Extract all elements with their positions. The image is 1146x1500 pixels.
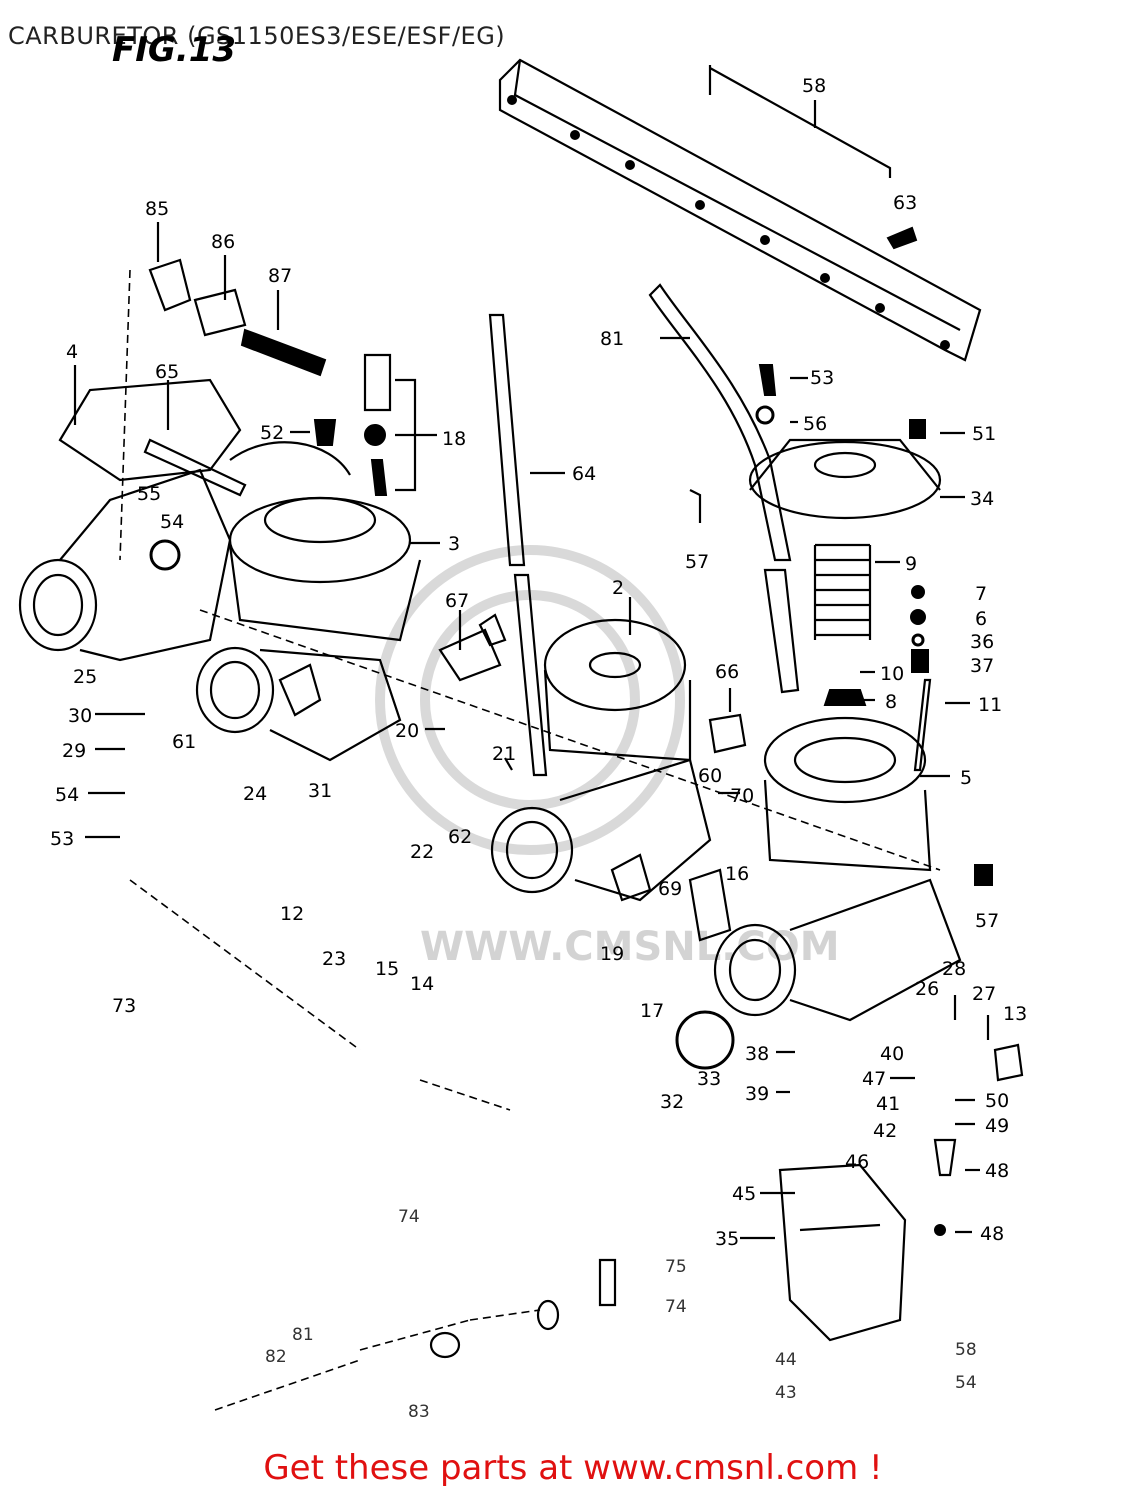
- link-brackets: [148, 258, 392, 496]
- carburetor-left: [18, 378, 247, 662]
- callout-26: 26: [915, 978, 939, 1000]
- callout-10: 10: [880, 663, 904, 685]
- callout-25: 25: [73, 666, 97, 688]
- callout-4: 4: [66, 341, 78, 363]
- callout-46: 46: [845, 1151, 869, 1173]
- callout-63: 56: [803, 413, 827, 435]
- callout-74-bottom: 74: [665, 1297, 687, 1317]
- callout-24: 24: [243, 783, 267, 805]
- float-bowl-parts: [675, 1010, 1024, 1342]
- callout-74-left: 73: [112, 995, 136, 1017]
- callout-82: 81: [292, 1325, 314, 1345]
- figure-label: FIG.13: [112, 30, 237, 70]
- callout-42: 42: [873, 1120, 897, 1142]
- callout-70: 64: [572, 463, 596, 485]
- callout-3: 3: [448, 533, 460, 555]
- page-title: CARBURETOR (GS1150ES3/ESE/ESF/EG): [8, 22, 506, 50]
- callout-75: 74: [398, 1207, 420, 1227]
- callout-49: 48: [985, 1160, 1009, 1182]
- callout-8: 8: [885, 691, 897, 713]
- callout-44: 44: [775, 1350, 797, 1370]
- callout-11: 11: [978, 694, 1002, 716]
- carburetor-mid-right: [490, 618, 712, 902]
- callout-15: 15: [375, 958, 399, 980]
- callout-38: 38: [745, 1043, 769, 1065]
- callout-62: 62: [448, 826, 472, 848]
- callout-43: 43: [775, 1383, 797, 1403]
- leader-lines: [73, 222, 990, 1240]
- callout-40: 40: [880, 1043, 904, 1065]
- callout-57: 55: [137, 483, 161, 505]
- callout-54-left: 53: [50, 828, 74, 850]
- cta-link[interactable]: Get these parts at www.cmsnl.com !: [263, 1448, 883, 1488]
- carburetor-mid-left: [195, 441, 422, 762]
- callout-28: 28: [942, 958, 966, 980]
- callout-35: 35: [715, 1228, 739, 1250]
- callout-29: 29: [62, 740, 86, 762]
- callout-71: 65: [155, 361, 179, 383]
- callout-73: 67: [445, 590, 469, 612]
- callout-83: 82: [265, 1347, 287, 1367]
- callout-2: 2: [612, 577, 624, 599]
- callout-20: 20: [395, 720, 419, 742]
- callout-33: 33: [697, 1068, 721, 1090]
- callout-56: 54: [160, 511, 184, 533]
- callout-36: 36: [970, 631, 994, 653]
- callout-68: 70: [730, 785, 754, 807]
- callout-16: 16: [725, 863, 749, 885]
- callout-65: 58: [802, 75, 826, 97]
- callout-labels: 58 63 85 86 87 81 4 65 53 56 52 18 51 64…: [50, 75, 1027, 1422]
- callout-85: 85: [145, 198, 169, 220]
- vent-tubes: [488, 283, 800, 777]
- callout-48: 48: [980, 1223, 1004, 1245]
- callout-37: 37: [970, 655, 994, 677]
- callout-52: 51: [972, 423, 996, 445]
- callout-9: 9: [905, 553, 917, 575]
- callout-6: 6: [975, 608, 987, 630]
- callout-81: 81: [600, 328, 624, 350]
- callout-39: 39: [745, 1083, 769, 1105]
- callout-22: 22: [410, 841, 434, 863]
- callout-86: 86: [211, 231, 235, 253]
- callout-54-right: 54: [955, 1373, 977, 1393]
- callout-50: 49: [985, 1115, 1009, 1137]
- callout-76: 75: [665, 1257, 687, 1277]
- callout-7: 7: [975, 583, 987, 605]
- callout-30: 30: [68, 705, 92, 727]
- callout-32: 32: [660, 1091, 684, 1113]
- callout-18: 18: [442, 428, 466, 450]
- callout-66: 60: [698, 765, 722, 787]
- callout-55: 54: [55, 784, 79, 806]
- callout-72: 66: [715, 661, 739, 683]
- callout-23: 23: [322, 948, 346, 970]
- carburetor-right: [688, 716, 962, 1022]
- callout-47: 47: [862, 1068, 886, 1090]
- callout-61: 61: [172, 731, 196, 753]
- callout-17: 17: [640, 1000, 664, 1022]
- fuel-rail: [498, 58, 982, 362]
- callout-19: 19: [600, 943, 624, 965]
- callout-14: 14: [410, 973, 434, 995]
- callout-45: 45: [732, 1183, 756, 1205]
- callout-64: 57: [685, 551, 709, 573]
- callout-31: 31: [308, 780, 332, 802]
- callout-67: 69: [658, 878, 682, 900]
- callout-51: 50: [985, 1090, 1009, 1112]
- callout-87: 87: [268, 265, 292, 287]
- callout-84: 83: [408, 1402, 430, 1422]
- callout-41: 41: [876, 1093, 900, 1115]
- top-cap-spring: [748, 438, 942, 772]
- callout-5: 5: [960, 767, 972, 789]
- callout-12: 12: [280, 903, 304, 925]
- callout-53-left: 52: [260, 422, 284, 444]
- callout-21: 21: [492, 743, 516, 765]
- callout-27: 27: [972, 983, 996, 1005]
- callout-13: 13: [1003, 1003, 1027, 1025]
- callout-69: 63: [893, 192, 917, 214]
- callout-58: 57: [975, 910, 999, 932]
- callout-60: 58: [955, 1340, 977, 1360]
- callout-34: 34: [970, 488, 994, 510]
- callout-53-right: 53: [810, 367, 834, 389]
